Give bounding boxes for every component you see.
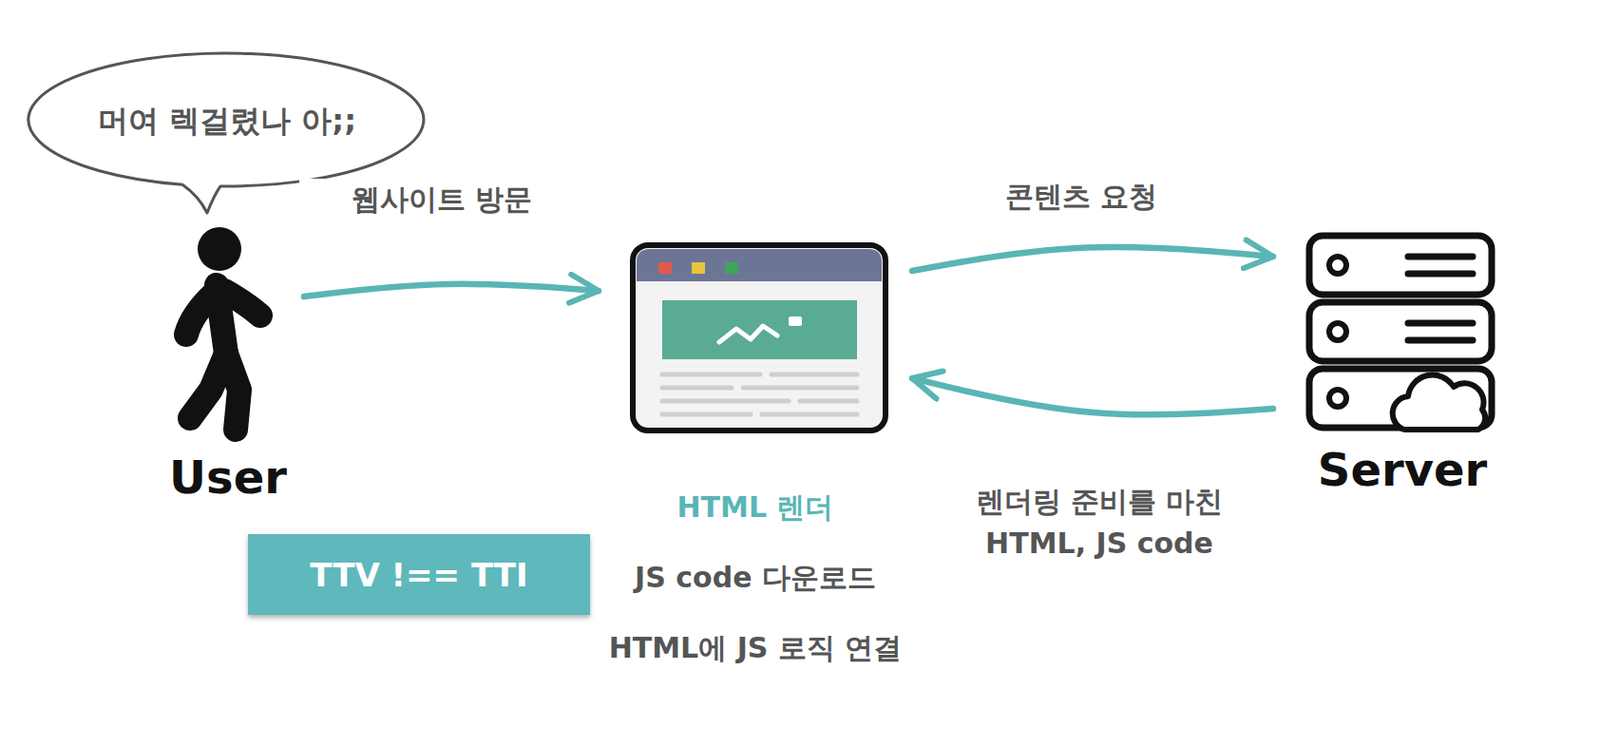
server-led xyxy=(1329,323,1347,341)
server-led xyxy=(1329,389,1347,407)
node-text: JS code 다운로드 xyxy=(634,560,877,595)
flow-arrow xyxy=(304,284,599,297)
text-line xyxy=(800,399,858,404)
server-slot xyxy=(1408,337,1473,344)
server-slot xyxy=(1408,320,1473,327)
server-led xyxy=(1329,256,1347,274)
text-line xyxy=(662,412,751,418)
text-line xyxy=(761,412,858,418)
highlight-box: TTV !== TTI xyxy=(247,533,591,615)
node-text: TTV !== TTI xyxy=(309,554,528,595)
text-line xyxy=(742,385,858,391)
edge-label: 콘텐츠 요청 xyxy=(957,175,1205,218)
edge-label: 웹사이트 방문 xyxy=(299,178,585,221)
user-arm xyxy=(186,292,215,335)
user-arm xyxy=(224,290,261,316)
server-node: Server xyxy=(1273,229,1532,493)
server-icon xyxy=(1309,235,1492,430)
cloud-symbol xyxy=(1392,374,1486,430)
text-line xyxy=(662,372,761,378)
user-node: User xyxy=(152,237,305,500)
browser-node: HTML 렌더 JS code 다운로드 HTML에 JS 로직 연결 xyxy=(598,245,913,683)
node-text: HTML 렌더 xyxy=(677,490,835,525)
browser-title-bar xyxy=(636,248,882,282)
text-line xyxy=(662,399,789,404)
flow-arrow xyxy=(912,247,1274,271)
image-mountain xyxy=(719,325,778,343)
browser-icon xyxy=(632,245,886,431)
flow-arrow xyxy=(912,378,1274,415)
window-dot xyxy=(658,262,672,274)
user-figure xyxy=(186,227,261,430)
browser-frame xyxy=(632,245,886,431)
window-dot xyxy=(691,262,705,274)
server-slot xyxy=(1408,270,1473,278)
text-lines xyxy=(662,374,858,415)
node-text: 머여 렉걸렸나 아;; xyxy=(97,101,357,140)
user-head xyxy=(197,227,242,271)
window-dot xyxy=(724,262,739,274)
image-block xyxy=(662,300,858,360)
server-tier xyxy=(1309,235,1492,295)
edge-label: 렌더링 준비를 마친 HTML, JS code xyxy=(942,480,1257,565)
server-slot xyxy=(1408,253,1473,261)
text-line xyxy=(771,372,858,378)
text-line xyxy=(662,385,732,391)
user-leg xyxy=(226,353,240,430)
server-tier xyxy=(1309,302,1492,362)
node-text: User xyxy=(169,454,287,500)
image-sun xyxy=(788,316,802,326)
node-text: HTML에 JS 로직 연결 xyxy=(609,630,903,666)
node-text: Server xyxy=(1317,446,1487,493)
